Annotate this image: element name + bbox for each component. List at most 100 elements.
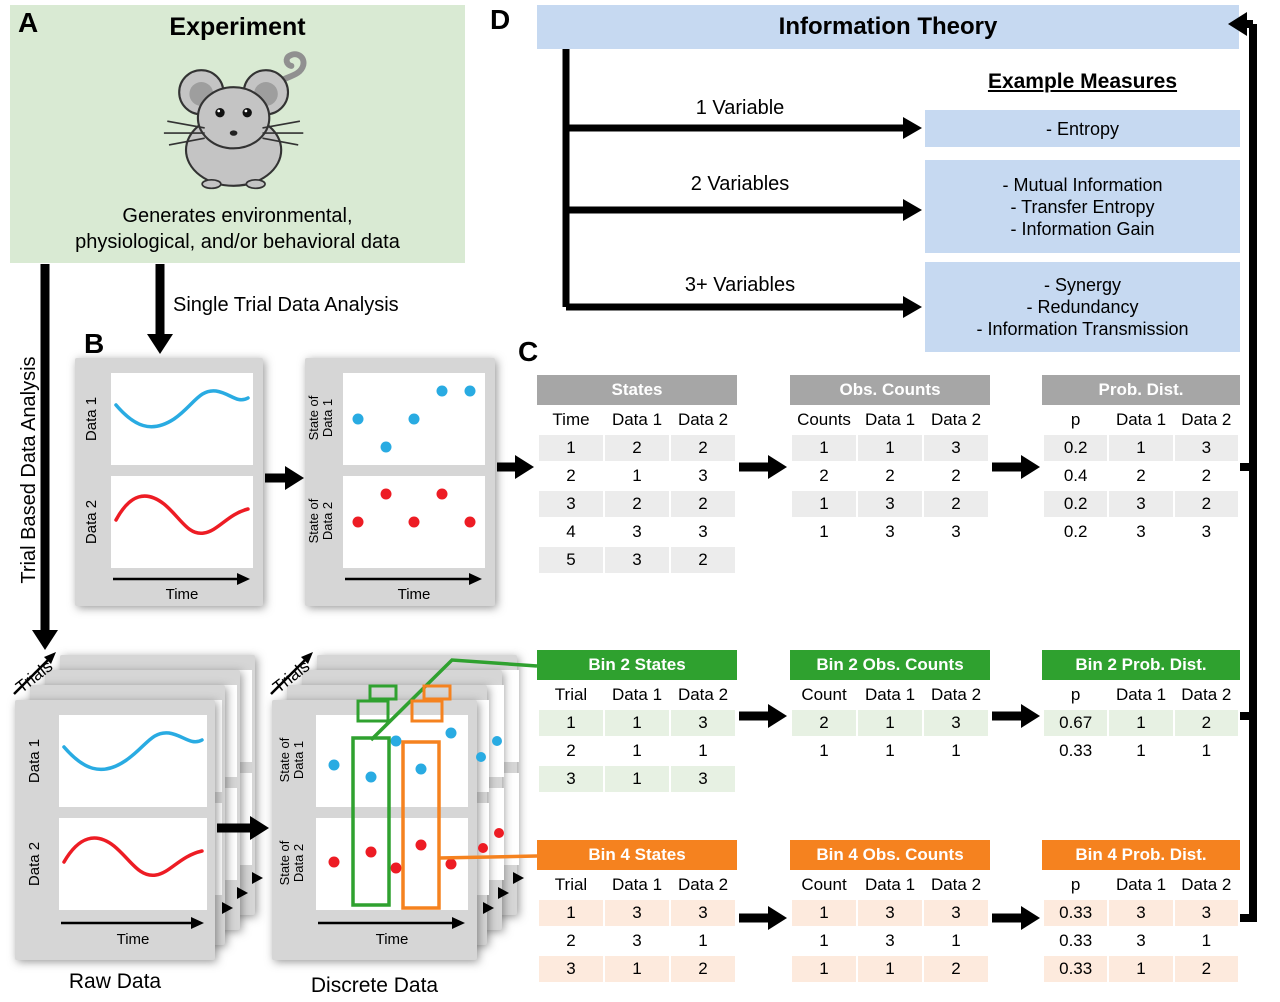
table-cell: 3 xyxy=(922,898,990,928)
table-cell: 2 xyxy=(856,461,924,491)
table-cell: 3 xyxy=(1107,926,1175,956)
table-cell: 1 xyxy=(1172,926,1241,956)
table-cell: 1 xyxy=(669,736,737,766)
table-cell: 2 xyxy=(537,926,605,956)
time-axis xyxy=(61,917,204,929)
column-header: p xyxy=(1041,870,1110,900)
table-cell: 1 xyxy=(856,736,924,766)
column-header: Data 1 xyxy=(856,680,924,710)
column-header: Time xyxy=(537,405,605,435)
table-cell: 3 xyxy=(603,545,671,575)
table-cell: 1 xyxy=(922,926,990,956)
table-title: States xyxy=(537,375,737,405)
column-header: Data 2 xyxy=(922,680,990,710)
time-axis-label: Time xyxy=(375,931,409,948)
table-cell: 1 xyxy=(603,954,671,984)
table-cell: 2 xyxy=(922,954,990,984)
data1-plot xyxy=(59,715,207,807)
raw-trial-card-front: Data 1 Data 2 Time xyxy=(15,700,215,960)
example-measures-heading: Example Measures xyxy=(987,70,1178,93)
table-cell: 3 xyxy=(856,489,924,519)
branch-label-1-variable: 1 Variable xyxy=(695,97,785,119)
table-cell: 2 xyxy=(537,736,605,766)
measure-item: - Transfer Entropy xyxy=(1010,196,1155,217)
column-header: p xyxy=(1041,680,1110,710)
column-header: Data 2 xyxy=(922,405,990,435)
table-cell: 2 xyxy=(537,461,605,491)
mouse-illustration xyxy=(163,51,307,190)
table-title: Prob. Dist. xyxy=(1042,375,1240,405)
table-cell: 1 xyxy=(537,898,605,928)
single-trial-raw-card: Data 1 Data 2 Time xyxy=(75,358,263,606)
time-axis xyxy=(113,573,250,585)
table-cell: 0.4 xyxy=(1041,461,1110,491)
state-of-data2-label: State of Data 2 xyxy=(277,840,306,886)
column-header: Data 1 xyxy=(603,405,671,435)
table-cell: 2 xyxy=(790,461,858,491)
table-cell: 3 xyxy=(603,926,671,956)
table-cell: 3 xyxy=(669,517,737,547)
table-cell: 1 xyxy=(603,736,671,766)
table-cell: 1 xyxy=(603,461,671,491)
column-header: Data 1 xyxy=(856,870,924,900)
table-cell: 1 xyxy=(856,708,924,738)
table-cell: 3 xyxy=(1172,433,1241,463)
discrete-data-label: Discrete Data xyxy=(310,974,439,997)
column-header: Data 1 xyxy=(856,405,924,435)
data2-curve xyxy=(114,494,250,535)
table-cell: 2 xyxy=(669,489,737,519)
measure-item: - Mutual Information xyxy=(1002,174,1163,195)
measure-box-1-variable: - Entropy xyxy=(925,110,1240,147)
panel-a-experiment: A Experiment Generates environmental, ph… xyxy=(10,5,465,263)
measure-item: - Information Transmission xyxy=(976,319,1189,339)
panel-a-letter: A xyxy=(18,7,39,38)
table-title: Obs. Counts xyxy=(790,375,990,405)
state-data1-plot xyxy=(316,715,468,807)
data1-curve xyxy=(62,731,204,772)
table-cell: 3 xyxy=(669,898,737,928)
trial-based-analysis-label: Trial Based Data Analysis xyxy=(18,356,40,584)
table-cell: 0.33 xyxy=(1041,926,1110,956)
information-theory-header: Information Theory xyxy=(537,5,1239,49)
table-cell: 1 xyxy=(669,926,737,956)
data1-axis-label: Data 1 xyxy=(26,738,43,784)
table-cell: 2 xyxy=(1172,954,1241,984)
table-cell: 5 xyxy=(537,545,605,575)
table-cell: 1 xyxy=(790,898,858,928)
table-cell: 3 xyxy=(1107,517,1175,547)
table-cell: 0.33 xyxy=(1041,954,1110,984)
table-title: Bin 2 States xyxy=(537,650,737,680)
table-cell: 1 xyxy=(856,433,924,463)
table-cell: 1 xyxy=(1107,708,1175,738)
table-cell: 1 xyxy=(790,926,858,956)
table-cell: 1 xyxy=(790,517,858,547)
time-axis-label: Time xyxy=(397,586,431,603)
table-title: Bin 4 States xyxy=(537,840,737,870)
measure-box-3plus-variables: - Synergy- Redundancy- Information Trans… xyxy=(925,262,1240,352)
table-cell: 1 xyxy=(922,736,990,766)
state-of-data1-label: State of Data 1 xyxy=(306,395,335,441)
time-axis xyxy=(345,573,482,585)
table-cell: 3 xyxy=(922,517,990,547)
table-cell: 0.2 xyxy=(1041,433,1110,463)
time-axis-label: Time xyxy=(116,931,150,948)
table-cell: 2 xyxy=(1172,708,1241,738)
table-cell: 3 xyxy=(1107,489,1175,519)
panel-a-caption: Generates environmental, physiological, … xyxy=(75,205,400,253)
